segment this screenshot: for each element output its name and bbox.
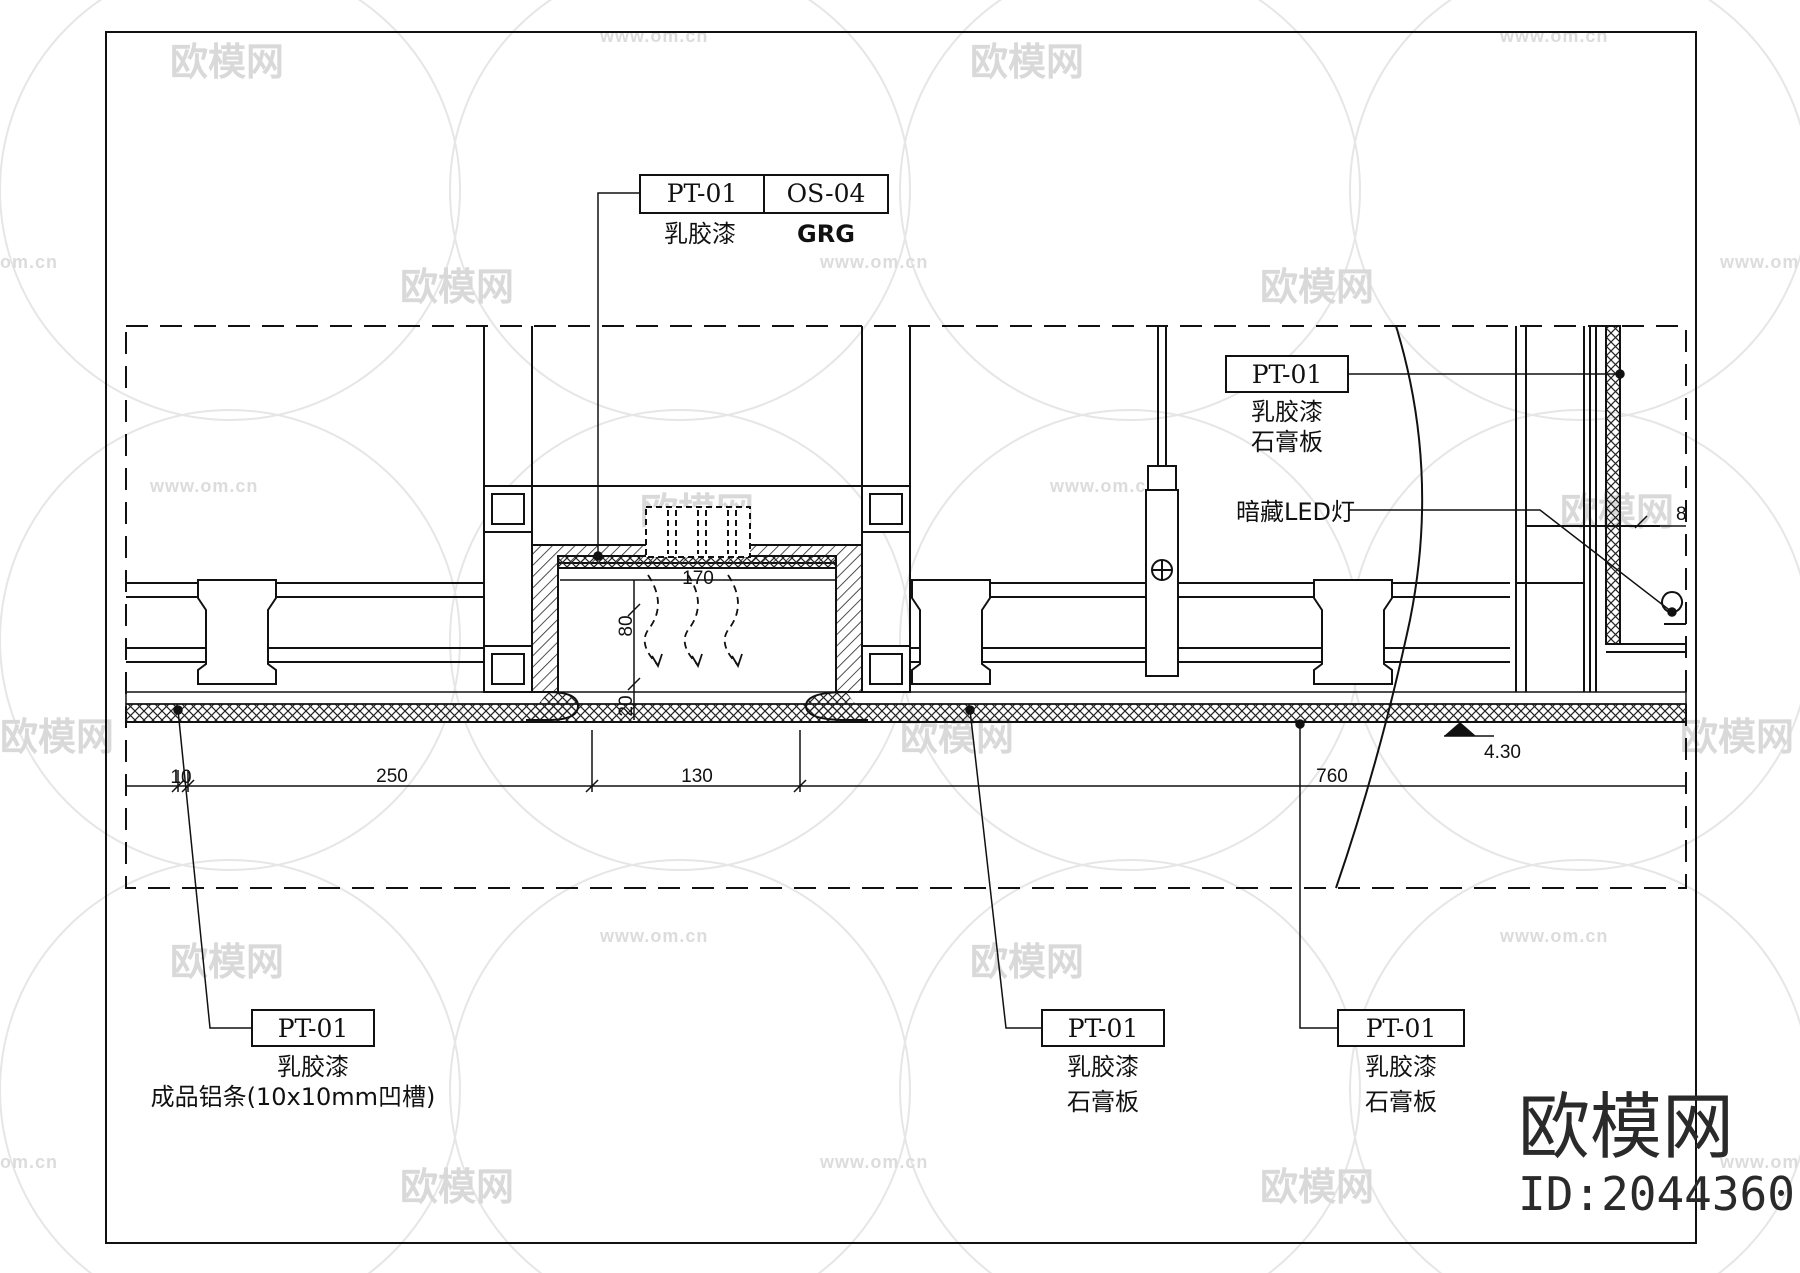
dim-20: 20 bbox=[616, 695, 637, 716]
grg-air-slot bbox=[526, 506, 868, 721]
top-material-desc-2: GRG bbox=[797, 220, 855, 248]
watermark-logo-text: 欧模网 bbox=[1260, 265, 1374, 309]
dimension-lines bbox=[126, 515, 1686, 793]
bottom-right-material-desc-1: 乳胶漆 bbox=[1365, 1053, 1437, 1081]
watermark-logo-text: 欧模网 bbox=[400, 1165, 514, 1209]
dim-130: 130 bbox=[681, 766, 713, 787]
watermark-url-text: om.cn bbox=[0, 1152, 58, 1172]
main-runners bbox=[126, 582, 1510, 663]
brand-id: ID:2044360 bbox=[1518, 1167, 1795, 1221]
watermark-logo-text: 欧模网 bbox=[400, 265, 514, 309]
drawing-frame bbox=[105, 31, 1697, 1244]
watermark-url-text: www.om.cn bbox=[599, 26, 708, 46]
hanger-rod bbox=[1145, 326, 1179, 677]
square-tubes bbox=[483, 485, 911, 693]
watermark-logo-text: 欧模网 bbox=[0, 715, 114, 759]
airflow-arrows bbox=[643, 574, 739, 666]
bottom-middle-material-desc-1: 乳胶漆 bbox=[1067, 1053, 1139, 1081]
watermark-url-text: www.om.cn bbox=[1719, 252, 1800, 272]
watermark-logo-text: 欧模网 bbox=[1680, 715, 1794, 759]
curved-wall-arc bbox=[1335, 325, 1424, 889]
watermark-logo-text: 欧模网 bbox=[1260, 1165, 1374, 1209]
watermark-url-text: www.om.cn bbox=[1499, 926, 1608, 946]
bottom-middle-material-code: PT-01 bbox=[1068, 1014, 1139, 1043]
watermark-url-text: www.om.cn bbox=[1719, 1152, 1800, 1172]
dim-10: 10 bbox=[170, 767, 191, 788]
watermark-url-text: www.om.cn bbox=[149, 476, 258, 496]
right-material-desc-2: 石膏板 bbox=[1251, 428, 1323, 456]
watermark-logo-text: 欧模网 bbox=[170, 940, 284, 984]
detail-boundary bbox=[125, 325, 1687, 889]
right-material-desc-1: 乳胶漆 bbox=[1251, 398, 1323, 426]
watermark-logo-text: 欧模网 bbox=[970, 40, 1084, 84]
dim-760: 760 bbox=[1316, 766, 1348, 787]
dim-250: 250 bbox=[376, 766, 408, 787]
led-label: 暗藏LED灯 bbox=[1236, 498, 1355, 526]
dim-170: 170 bbox=[682, 568, 714, 589]
bottom-left-material-desc-1: 乳胶漆 bbox=[277, 1053, 349, 1081]
watermark-logo-text: 欧模网 bbox=[970, 940, 1084, 984]
dim-8: 8 bbox=[1676, 504, 1687, 525]
watermark-url-text: www.om.cn bbox=[819, 252, 928, 272]
runner-clips bbox=[197, 579, 1393, 685]
watermark-logo-text: 欧模网 bbox=[170, 40, 284, 84]
level-marker bbox=[1444, 722, 1476, 736]
watermark-url-text: www.om.cn bbox=[599, 926, 708, 946]
callout-boxes bbox=[251, 174, 1465, 1047]
watermark-url-text: www.om.cn bbox=[1499, 26, 1608, 46]
bottom-left-material-desc-2: 成品铝条(10x10mm凹槽) bbox=[151, 1083, 436, 1111]
leader-lines bbox=[173, 192, 1677, 1029]
bottom-left-material-code: PT-01 bbox=[278, 1014, 349, 1043]
watermark-url-text: www.om.cn bbox=[1049, 476, 1158, 496]
top-material-code-1: PT-01 bbox=[667, 179, 738, 208]
ceiling-boards bbox=[125, 691, 1687, 723]
watermark-url-text: www.om.cn bbox=[819, 1152, 928, 1172]
right-material-code: PT-01 bbox=[1252, 360, 1323, 389]
bottom-middle-material-desc-2: 石膏板 bbox=[1067, 1088, 1139, 1116]
dim-80: 80 bbox=[616, 615, 637, 636]
bottom-right-material-desc-2: 石膏板 bbox=[1365, 1088, 1437, 1116]
level-value: 4.30 bbox=[1484, 742, 1521, 763]
top-material-code-2: OS-04 bbox=[787, 179, 866, 208]
bottom-right-material-code: PT-01 bbox=[1366, 1014, 1437, 1043]
watermark-url-text: om.cn bbox=[0, 252, 58, 272]
top-material-desc-1: 乳胶漆 bbox=[664, 220, 736, 248]
brand-name: 欧模网 bbox=[1518, 1085, 1734, 1169]
